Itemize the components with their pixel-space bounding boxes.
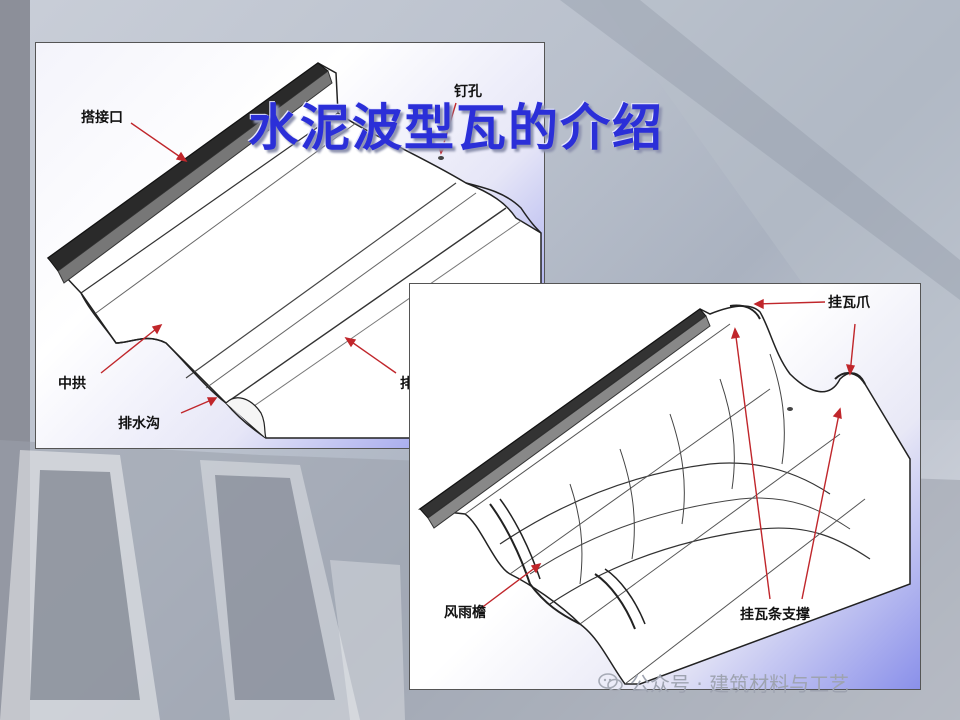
slide-title: 水泥波型瓦的介绍 <box>248 98 664 157</box>
wechat-icon <box>598 672 623 691</box>
watermark-text: 公众号 · 建筑材料与工艺 <box>630 672 850 696</box>
tile-diagram-bottom: 挂瓦爪 风雨檐 挂瓦条支撑 <box>409 283 921 690</box>
label-hanging-claw: 挂瓦爪 <box>828 295 870 311</box>
label-batten-support: 挂瓦条支撑 <box>740 607 810 623</box>
label-lap-joint: 搭接口 <box>81 110 123 126</box>
label-drain-groove: 排水沟 <box>118 416 160 432</box>
label-middle-arch: 中拱 <box>58 376 86 392</box>
label-wind-rain-eave: 风雨檐 <box>444 605 486 621</box>
watermark: 公众号 · 建筑材料与工艺 <box>598 668 849 697</box>
label-nail-hole: 钉孔 <box>454 84 482 100</box>
tile-drawing-bottom <box>417 298 911 685</box>
